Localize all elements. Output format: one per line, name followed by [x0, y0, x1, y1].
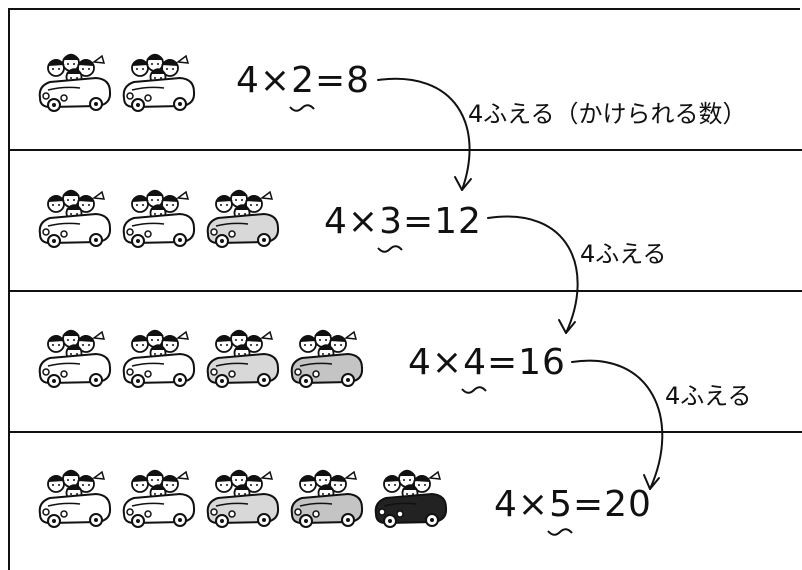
equation-row-3: 4×4=16 — [408, 342, 566, 394]
wavy-underline-icon — [289, 104, 315, 112]
equals-sign: = — [402, 201, 435, 242]
times-sign: × — [431, 342, 464, 383]
car-group-row-1 — [34, 44, 198, 116]
multiplicand: 4 — [494, 484, 518, 525]
multiplier: 4 — [461, 342, 487, 394]
wavy-underline-icon — [461, 386, 487, 394]
product: 20 — [604, 484, 652, 525]
car-group-row-3 — [34, 320, 366, 392]
equals-sign: = — [572, 484, 605, 525]
car-with-children-icon — [38, 469, 112, 528]
car-with-children-icon — [206, 469, 280, 528]
equation-row-2: 4×3=12 — [324, 201, 482, 253]
car-group-row-4 — [34, 460, 450, 532]
car-with-children-icon — [290, 469, 364, 528]
multiplicand: 4 — [408, 342, 432, 383]
car-group-row-2 — [34, 180, 282, 252]
curved-arrow-icon — [487, 215, 579, 334]
multiplier: 2 — [289, 60, 315, 112]
car-with-children-icon — [206, 189, 280, 248]
curved-arrow-icon — [377, 77, 471, 191]
row-divider — [8, 431, 802, 433]
car-with-children-icon — [38, 189, 112, 248]
car-with-children-icon — [38, 329, 112, 388]
step-note-3: 4ふえる — [665, 382, 752, 410]
product: 12 — [434, 201, 482, 242]
times-sign: × — [259, 60, 292, 101]
equation-row-1: 4×2=8 — [236, 60, 371, 112]
step-note-1: 4ふえる（かけられる数） — [468, 100, 747, 128]
car-with-children-icon — [290, 329, 364, 388]
car-with-children-icon — [206, 329, 280, 388]
product: 16 — [518, 342, 566, 383]
row-divider — [8, 149, 802, 151]
times-sign: × — [517, 484, 550, 525]
car-with-children-icon — [122, 329, 196, 388]
multiplier: 5 — [547, 484, 573, 536]
times-sign: × — [347, 201, 380, 242]
multiplicand: 4 — [324, 201, 348, 242]
equals-sign: = — [486, 342, 519, 383]
product: 8 — [346, 60, 371, 101]
curved-arrow-icon — [571, 359, 664, 490]
car-with-children-icon — [374, 469, 448, 528]
row-divider — [8, 290, 802, 292]
car-with-children-icon — [122, 53, 196, 112]
car-with-children-icon — [122, 469, 196, 528]
equals-sign: = — [314, 60, 347, 101]
multiplier: 3 — [377, 201, 403, 253]
equation-row-4: 4×5=20 — [494, 484, 652, 536]
multiplicand: 4 — [236, 60, 260, 101]
wavy-underline-icon — [377, 245, 403, 253]
wavy-underline-icon — [547, 528, 573, 536]
car-with-children-icon — [122, 189, 196, 248]
outer-frame — [8, 8, 800, 570]
car-with-children-icon — [38, 53, 112, 112]
step-note-2: 4ふえる — [580, 240, 667, 268]
